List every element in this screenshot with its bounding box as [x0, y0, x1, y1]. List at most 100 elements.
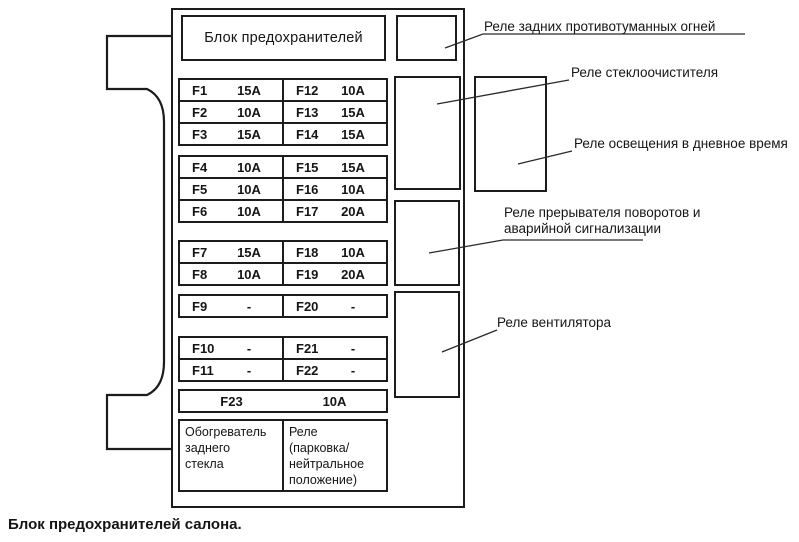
fuse-amp: 10A: [341, 82, 365, 98]
fuse-amp: -: [350, 298, 356, 314]
fuse-cell-f9: F9 -: [178, 294, 284, 318]
fusebox-title-box: Блок предохранителей: [181, 15, 386, 61]
fuse-row-f3-f14: F3 15A F14 15A: [178, 122, 388, 146]
fuse-id: F13: [296, 104, 319, 120]
label-turn-hazard-relay: Реле прерывателя поворотов и аварийной с…: [504, 205, 701, 236]
fuse-row-f10-f21: F10 - F21 -: [178, 336, 388, 360]
fuse-amp: -: [350, 362, 356, 378]
fuse-row-f5-f16: F5 10A F16 10A: [178, 177, 388, 201]
fuse-cell-f1: F1 15A: [178, 78, 284, 102]
fuse-id: F6: [192, 203, 208, 219]
fuse-amp: -: [350, 340, 356, 356]
fuse-row-f2-f13: F2 10A F13 15A: [178, 100, 388, 124]
fuse-amp: 10A: [341, 181, 365, 197]
cell-park-neutral-relay: Реле (парковка/ нейтральное положение): [282, 419, 388, 492]
fuse-amp: -: [246, 340, 252, 356]
cell-rear-window-heater: Обогреватель заднего стекла: [178, 419, 284, 492]
fuse-cell-f21: F21 -: [282, 336, 388, 360]
fuse-cell-f20: F20 -: [282, 294, 388, 318]
fuse-row-f9-f20: F9 - F20 -: [178, 294, 388, 318]
fuse-group-5: F10 - F21 - F11 - F22 -: [178, 336, 388, 382]
fuse-cell-f19: F19 20A: [282, 262, 388, 286]
fuse-amp: 10A: [237, 266, 261, 282]
fuse-amp: 15A: [237, 126, 261, 142]
fuse-id: F16: [296, 181, 319, 197]
fuse-amp: -: [246, 362, 252, 378]
fuse-amp: 10A: [237, 159, 261, 175]
relay-box-turn-hazard: [394, 200, 460, 286]
fuse-cell-f3: F3 15A: [178, 122, 284, 146]
fuse-group-3: F7 15A F18 10A F8 10A F19 20A: [178, 240, 388, 286]
fuse-cell-f6: F6 10A: [178, 199, 284, 223]
relay-box-rear-fog: [396, 15, 457, 61]
relay-box-daytime-lights: [474, 76, 547, 192]
fuse-cell-f7: F7 15A: [178, 240, 284, 264]
fuse-row-f23: F23 10A: [178, 389, 388, 413]
fuse-amp: 10A: [322, 393, 347, 409]
fuse-cell-f8: F8 10A: [178, 262, 284, 286]
fuse-row-f11-f22: F11 - F22 -: [178, 358, 388, 382]
fuse-id: F21: [296, 340, 319, 356]
fuse-id: F20: [296, 298, 319, 314]
fuse-cell-f4: F4 10A: [178, 155, 284, 179]
fuse-id: F15: [296, 159, 319, 175]
fuse-amp: 15A: [341, 126, 365, 142]
relay-box-wiper: [394, 76, 461, 190]
fuse-amp: 15A: [341, 104, 365, 120]
label-fan-relay: Реле вентилятора: [497, 315, 612, 330]
fuse-cell-f12: F12 10A: [282, 78, 388, 102]
fuse-cell-f14: F14 15A: [282, 122, 388, 146]
fuse-id: F12: [296, 82, 319, 98]
fuse-cell-f15: F15 15A: [282, 155, 388, 179]
fuse-cell-f18: F18 10A: [282, 240, 388, 264]
fuse-id: F18: [296, 244, 319, 260]
fuse-row-f7-f18: F7 15A F18 10A: [178, 240, 388, 264]
fuse-id: F7: [192, 244, 208, 260]
fuse-cell-f16: F16 10A: [282, 177, 388, 201]
label-daytime-relay: Реле освещения в дневное время: [574, 136, 788, 151]
fuse-amp: 20A: [341, 203, 365, 219]
fuse-amp: 15A: [237, 244, 261, 260]
fuse-row-f1-f12: F1 15A F12 10A: [178, 78, 388, 102]
fuse-group-1: F1 15A F12 10A F2 10A F13 15A F3 15A: [178, 78, 388, 146]
fuse-cell-f17: F17 20A: [282, 199, 388, 223]
relay-box-fan: [394, 291, 460, 398]
fuse-id: F11: [192, 362, 214, 378]
fuse-id: F14: [296, 126, 319, 142]
fuse-id: F2: [192, 104, 208, 120]
fuse-amp: 10A: [237, 181, 261, 197]
fuse-amp: 15A: [237, 82, 261, 98]
fuse-amp: 10A: [237, 203, 261, 219]
fuse-cell-f10: F10 -: [178, 336, 284, 360]
fuse-id: F8: [192, 266, 208, 282]
fuse-amp: 10A: [237, 104, 261, 120]
fuse-id: F23: [220, 393, 243, 409]
label-wiper-relay: Реле стеклоочистителя: [571, 65, 719, 80]
leader-line-rear-fog: [444, 33, 745, 49]
diagram-caption: Блок предохранителей салона.: [8, 516, 242, 533]
fuse-amp: 15A: [341, 159, 365, 175]
fuse-row-f8-f19: F8 10A F19 20A: [178, 262, 388, 286]
fuse-id: F4: [192, 159, 208, 175]
fuse-id: F9: [192, 298, 208, 314]
fuse-row-f4-f15: F4 10A F15 15A: [178, 155, 388, 179]
fuse-row-f6-f17: F6 10A F17 20A: [178, 199, 388, 223]
fuse-id: F5: [192, 181, 208, 197]
fusebox-side-profile: [105, 34, 171, 451]
fuse-amp: 20A: [341, 266, 365, 282]
fuse-id: F1: [192, 82, 208, 98]
fuse-cell-f11: F11 -: [178, 358, 284, 382]
fuse-cell-f22: F22 -: [282, 358, 388, 382]
fuse-group-2: F4 10A F15 15A F5 10A F16 10A F6 10A: [178, 155, 388, 223]
fuse-cell-f13: F13 15A: [282, 100, 388, 124]
fuse-amp: -: [246, 298, 252, 314]
fuse-id: F3: [192, 126, 208, 142]
label-rear-fog-relay: Реле задних противотуманных огней: [484, 19, 716, 34]
fuse-id: F22: [296, 362, 319, 378]
fuse-cell-f5: F5 10A: [178, 177, 284, 201]
fuse-id: F19: [296, 266, 319, 282]
fuse-cell-f2: F2 10A: [178, 100, 284, 124]
fuse-amp: 10A: [341, 244, 365, 260]
fusebox-title: Блок предохранителей: [204, 30, 363, 46]
